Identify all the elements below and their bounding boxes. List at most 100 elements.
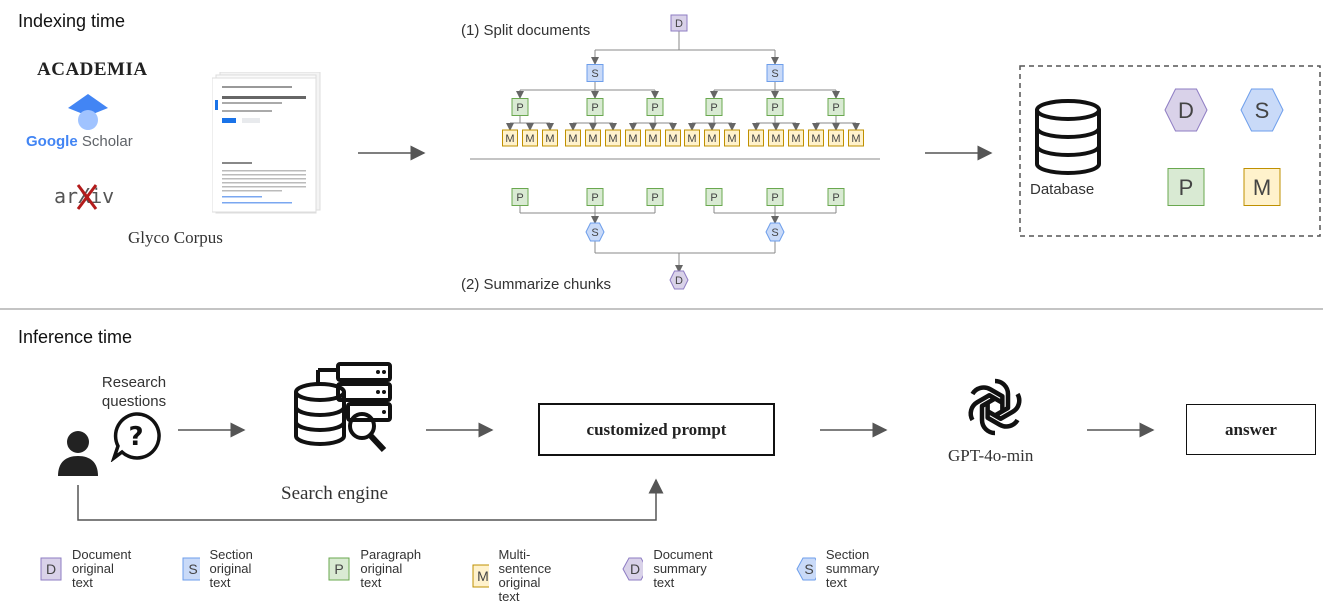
multi-sentence-node: M — [748, 129, 764, 147]
svg-text:M: M — [851, 133, 860, 145]
svg-text:M: M — [1253, 175, 1271, 200]
legend-label-line2: original text — [360, 561, 403, 590]
legend-label-line1: Paragraph — [360, 547, 422, 562]
academia-logo: ACADEMIA — [37, 59, 148, 80]
svg-text:P: P — [710, 192, 717, 204]
research-questions-label: Research questions — [101, 374, 167, 410]
paragraph-node: P — [705, 98, 723, 116]
question-bubble-icon: ? — [110, 410, 162, 463]
svg-text:P: P — [832, 192, 839, 204]
section-summary-node: S — [585, 222, 605, 242]
svg-text:D: D — [675, 18, 683, 30]
database-section-summary-icon: S — [1240, 88, 1284, 132]
database-label: Database — [1030, 181, 1095, 198]
legend-label-line2: summary text — [653, 561, 707, 590]
paragraph-node: P — [646, 188, 664, 206]
legend-label-line1: Document — [653, 547, 713, 562]
svg-text:S: S — [1255, 98, 1270, 123]
user-icon — [56, 430, 100, 476]
svg-text:M: M — [568, 133, 577, 145]
svg-text:M: M — [648, 133, 657, 145]
legend-label-line2: original text — [71, 561, 114, 590]
google-scholar-logo: Google Scholar — [26, 133, 133, 150]
svg-text:M: M — [831, 133, 840, 145]
multi-sentence-node: M — [848, 129, 864, 147]
svg-text:P: P — [591, 192, 598, 204]
svg-text:M: M — [588, 133, 597, 145]
svg-text:P: P — [1179, 175, 1194, 200]
svg-text:M: M — [477, 568, 488, 584]
legend-label-line1: Document — [71, 547, 132, 562]
multi-sentence-node: M — [828, 129, 844, 147]
paragraph-node: P — [511, 188, 529, 206]
svg-text:P: P — [516, 192, 523, 204]
arxiv-logo: arXiv — [54, 184, 115, 208]
svg-text:S: S — [804, 561, 813, 577]
svg-text:M: M — [525, 133, 534, 145]
multi-sentence-node: M — [684, 129, 700, 147]
paragraph-node: P — [586, 98, 604, 116]
google-word: Google — [26, 133, 78, 150]
svg-text:P: P — [591, 102, 598, 114]
google-scholar-icon — [66, 92, 110, 132]
document-summary-node: D — [669, 270, 689, 290]
legend-original-icon: S — [182, 557, 200, 581]
svg-text:M: M — [811, 133, 820, 145]
svg-text:D: D — [46, 561, 56, 577]
svg-text:S: S — [771, 227, 778, 239]
svg-text:M: M — [668, 133, 677, 145]
paragraph-node: P — [646, 98, 664, 116]
paragraph-node: P — [586, 188, 604, 206]
summarize-chunks-label: (2) Summarize chunks — [461, 276, 612, 293]
svg-text:P: P — [710, 102, 717, 114]
database-document-summary-icon: D — [1164, 88, 1208, 132]
legend-label-line1: Section — [825, 547, 870, 562]
svg-text:M: M — [727, 133, 736, 145]
legend-summary-icon: D — [622, 557, 644, 581]
database-box — [1019, 65, 1321, 237]
legend-original-icon: P — [328, 557, 350, 581]
legend-summary-icon: S — [796, 557, 816, 581]
indexing-time-title: Indexing time — [18, 11, 126, 31]
svg-text:P: P — [771, 192, 778, 204]
svg-text:P: P — [832, 102, 839, 114]
multi-sentence-node: M — [605, 129, 621, 147]
answer-box: answer — [1186, 404, 1316, 455]
glyco-corpus-label: Glyco Corpus — [128, 228, 223, 247]
paragraph-node: P — [511, 98, 529, 116]
svg-text:S: S — [771, 68, 778, 80]
database-multi-sentence-icon: M — [1243, 168, 1281, 206]
paragraph-node: P — [827, 98, 845, 116]
multi-sentence-node: M — [565, 129, 581, 147]
multi-sentence-node: M — [645, 129, 661, 147]
multi-sentence-node: M — [665, 129, 681, 147]
search-engine-label: Search engine — [281, 483, 389, 504]
legend-label-line1: Section — [209, 547, 253, 562]
multi-sentence-node: M — [542, 129, 558, 147]
svg-text:P: P — [334, 561, 343, 577]
svg-text:S: S — [591, 68, 598, 80]
legend-original-icon: M — [472, 564, 489, 588]
svg-text:M: M — [628, 133, 637, 145]
legend-label-line2: original text — [498, 575, 541, 604]
multi-sentence-node: M — [768, 129, 784, 147]
document-node: D — [670, 14, 688, 32]
multi-sentence-node: M — [625, 129, 641, 147]
svg-text:S: S — [188, 561, 197, 577]
legend-original-icon: D — [40, 557, 62, 581]
paragraph-node: P — [766, 98, 784, 116]
openai-logo-icon — [963, 375, 1027, 439]
svg-text:M: M — [545, 133, 554, 145]
legend-label-line1: Multi-sentence — [498, 547, 552, 576]
gpt-label: GPT-4o-min — [948, 446, 1034, 465]
svg-text:M: M — [707, 133, 716, 145]
